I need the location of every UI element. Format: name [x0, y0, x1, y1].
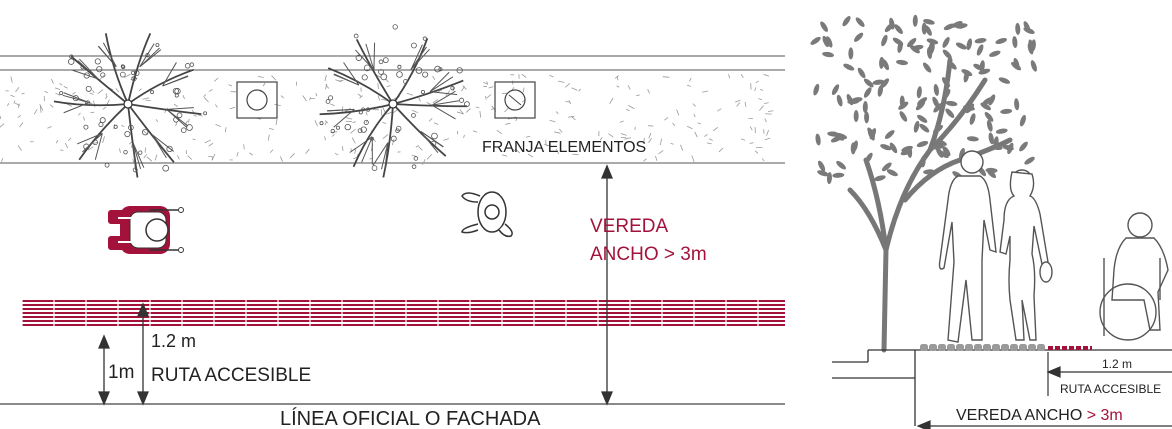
street-element-icon: [494, 81, 536, 119]
dim-1-2m-label: 1.2 m: [151, 331, 196, 351]
man-elevation-icon: [938, 150, 997, 343]
tree-elevation-icon: [810, 14, 1037, 353]
tree-plan-icon: [53, 32, 208, 178]
ground-texture: [0, 73, 774, 166]
section-vereda-suffix: > 3m: [1082, 407, 1122, 424]
section-view: 1.2 m RUTA ACCESIBLE VEREDA ANCHO > 3m: [810, 14, 1172, 429]
pedestrian-plan-icon: [461, 191, 513, 238]
dim-1m-label: 1m: [108, 362, 134, 383]
section-ruta-accesible-label: RUTA ACCESIBLE: [1060, 382, 1161, 396]
dimension-lines: [98, 164, 613, 406]
vereda-ancho-label: ANCHO > 3m: [590, 244, 707, 265]
vereda-label: VEREDA: [590, 216, 668, 237]
linea-oficial-label: LÍNEA OFICIAL O FACHADA: [280, 407, 541, 429]
tree-plan-icon: [319, 24, 470, 178]
tactile-paving-strip: [21, 300, 785, 326]
section-vereda-label: VEREDA ANCHO > 3m: [956, 407, 1123, 424]
wheelchair-user-elevation-icon: [1099, 212, 1169, 341]
ruta-accesible-label: RUTA ACCESIBLE: [151, 365, 311, 386]
section-dimension-lines: [916, 352, 1172, 429]
plan-view: FRANJA ELEMENTOS VEREDA ANCHO > 3m 1.2 m…: [0, 24, 785, 429]
wheelchair-user-plan-icon: [108, 206, 184, 254]
paving-stones: [920, 344, 1045, 351]
street-element-icon: [236, 81, 278, 119]
section-dim-1-2m-label: 1.2 m: [1102, 357, 1132, 371]
franja-elementos-label: FRANJA ELEMENTOS: [482, 139, 646, 156]
ground-profile: [832, 349, 1172, 426]
section-vereda-prefix: VEREDA ANCHO: [956, 407, 1082, 424]
woman-elevation-icon: [999, 169, 1053, 341]
